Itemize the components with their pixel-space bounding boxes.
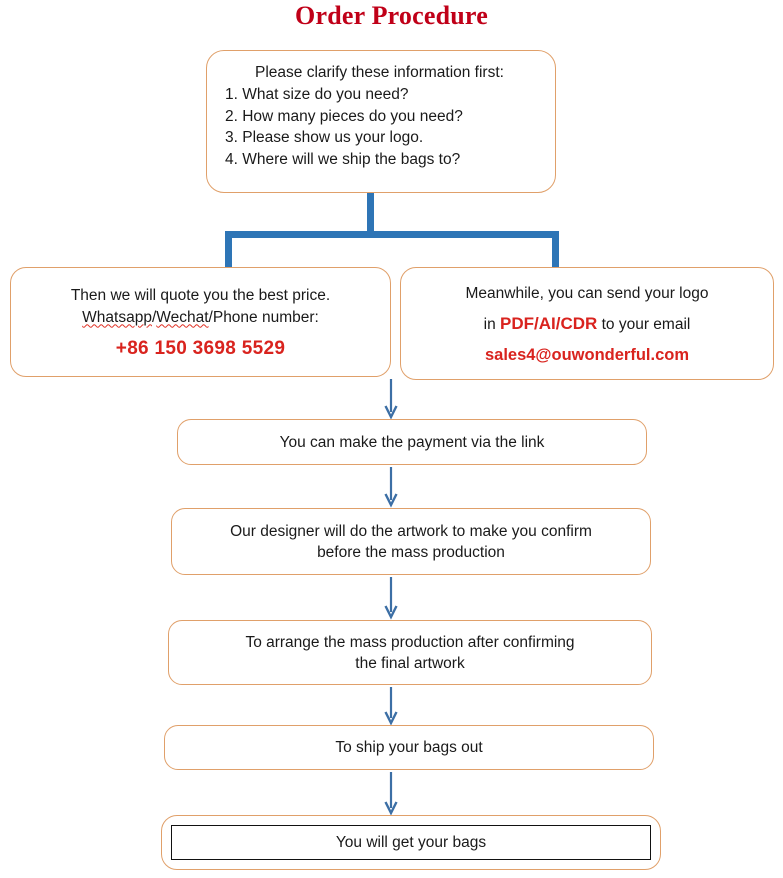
clarify-item-1: 1. What size do you need? (225, 86, 409, 103)
node-ship-bags[interactable]: To ship your bags out (164, 725, 654, 770)
clarify-content: Please clarify these information first: … (207, 51, 504, 170)
node-send-logo[interactable]: Meanwhile, you can send your logo in PDF… (400, 267, 774, 380)
quote-wechat-label: Wechat (156, 308, 209, 326)
quote-line-1: Then we will quote you the best price. (70, 286, 331, 304)
quote-phone-number[interactable]: +86 150 3698 5529 (115, 337, 286, 359)
clarify-list: 1. What size do you need? 2. How many pi… (225, 84, 504, 170)
logo-formats-line: in PDF/AI/CDR to your email (484, 313, 691, 336)
node-payment[interactable]: You can make the payment via the link (177, 419, 647, 465)
node-quote-price[interactable]: Then we will quote you the best price. W… (10, 267, 391, 377)
clarify-heading: Please clarify these information first: (255, 64, 504, 81)
arrow-payment-to-designer (384, 467, 398, 508)
arrow-quote-to-payment (384, 379, 398, 420)
designer-line-2: before the mass production (317, 543, 505, 561)
payment-text: You can make the payment via the link (279, 433, 545, 451)
quote-separator-2: /Phone number: (208, 308, 319, 326)
splitter-connector (225, 193, 559, 269)
node-mass-production[interactable]: To arrange the mass production after con… (168, 620, 652, 685)
node-designer-artwork[interactable]: Our designer will do the artwork to make… (171, 508, 651, 575)
quote-contact-line: Whatsapp/Wechat/Phone number: (82, 307, 319, 329)
massprod-line-2: the final artwork (355, 654, 465, 672)
page-title: Order Procedure (295, 1, 488, 30)
logo-line-1: Meanwhile, you can send your logo (465, 284, 709, 302)
designer-text: Our designer will do the artwork to make… (220, 521, 602, 563)
arrow-designer-to-massprod (384, 577, 398, 620)
quote-separator-1: / (151, 308, 157, 326)
logo-file-formats: PDF/AI/CDR (500, 313, 598, 333)
arrow-ship-to-final (384, 772, 398, 816)
quote-whatsapp-label: Whatsapp (82, 308, 152, 326)
clarify-item-3: 3. Please show us your logo. (225, 129, 424, 146)
ship-text: To ship your bags out (335, 739, 483, 756)
final-text: You will get your bags (335, 834, 487, 851)
clarify-item-4: 4. Where will we ship the bags to? (225, 150, 461, 168)
logo-email-address[interactable]: sales4@ouwonderful.com (484, 345, 690, 364)
massprod-line-1: To arrange the mass production after con… (245, 633, 575, 651)
designer-line-1: Our designer will do the artwork to make… (230, 522, 592, 540)
logo-line2-prefix: in (483, 315, 501, 333)
node-clarify-information[interactable]: Please clarify these information first: … (206, 50, 556, 193)
node-receive-bags[interactable]: You will get your bags (161, 815, 661, 870)
final-inner-frame: You will get your bags (171, 825, 651, 860)
massprod-text: To arrange the mass production after con… (235, 632, 584, 674)
logo-line2-suffix: to your email (597, 315, 691, 333)
arrow-massprod-to-ship (384, 687, 398, 726)
clarify-item-2: 2. How many pieces do you need? (225, 107, 463, 125)
